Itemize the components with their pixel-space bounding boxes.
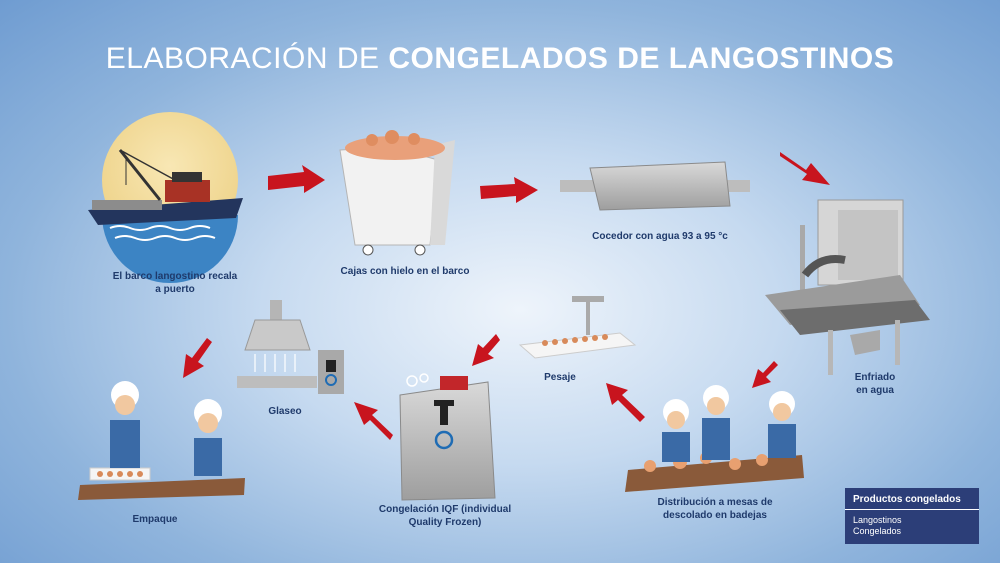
arrow-6 xyxy=(472,334,500,366)
step-label-iqf: Congelación IQF (individual Quality Froz… xyxy=(378,504,512,528)
arrow-8 xyxy=(183,338,212,378)
step-label-distribution: Distribución a mesas de descolado en bad… xyxy=(657,497,773,521)
step-label-ship: El barco langostino recala a puerto xyxy=(112,271,238,295)
arrow-2 xyxy=(480,177,538,203)
cooker-icon xyxy=(560,161,750,211)
legend-header: Productos congelados xyxy=(845,488,979,510)
arrow-1 xyxy=(268,165,325,193)
legend-box: Productos congelados Langostinos Congela… xyxy=(845,488,979,544)
step-label-glazing: Glaseo xyxy=(268,406,302,417)
step-label-weighing: Pesaje xyxy=(544,372,576,383)
workers-table-icon xyxy=(625,385,804,492)
flow-arrows xyxy=(183,152,830,440)
glazing-hood-icon xyxy=(237,300,344,394)
scale-icon xyxy=(518,296,637,359)
page-title: ELABORACIÓN DE CONGELADOS DE LANGOSTINOS xyxy=(105,42,895,75)
step-label-cooker: Cocedor con agua 93 a 95 °c xyxy=(592,231,728,242)
legend-body: Langostinos Congelados xyxy=(853,515,902,536)
iqf-freezer-icon xyxy=(399,373,496,501)
packing-workers-icon xyxy=(78,381,245,500)
cooling-machine-icon xyxy=(765,199,930,375)
step-label-packing: Empaque xyxy=(132,514,178,525)
step-label-ice-boxes: Cajas con hielo en el barco xyxy=(340,266,470,277)
step-label-cooling: Enfriado en agua xyxy=(854,372,896,396)
arrow-3 xyxy=(780,152,830,185)
ship-icon xyxy=(88,112,243,283)
ice-box-icon xyxy=(339,130,455,256)
arrow-5 xyxy=(606,383,645,422)
arrow-4 xyxy=(752,361,778,388)
arrow-7 xyxy=(354,402,393,440)
